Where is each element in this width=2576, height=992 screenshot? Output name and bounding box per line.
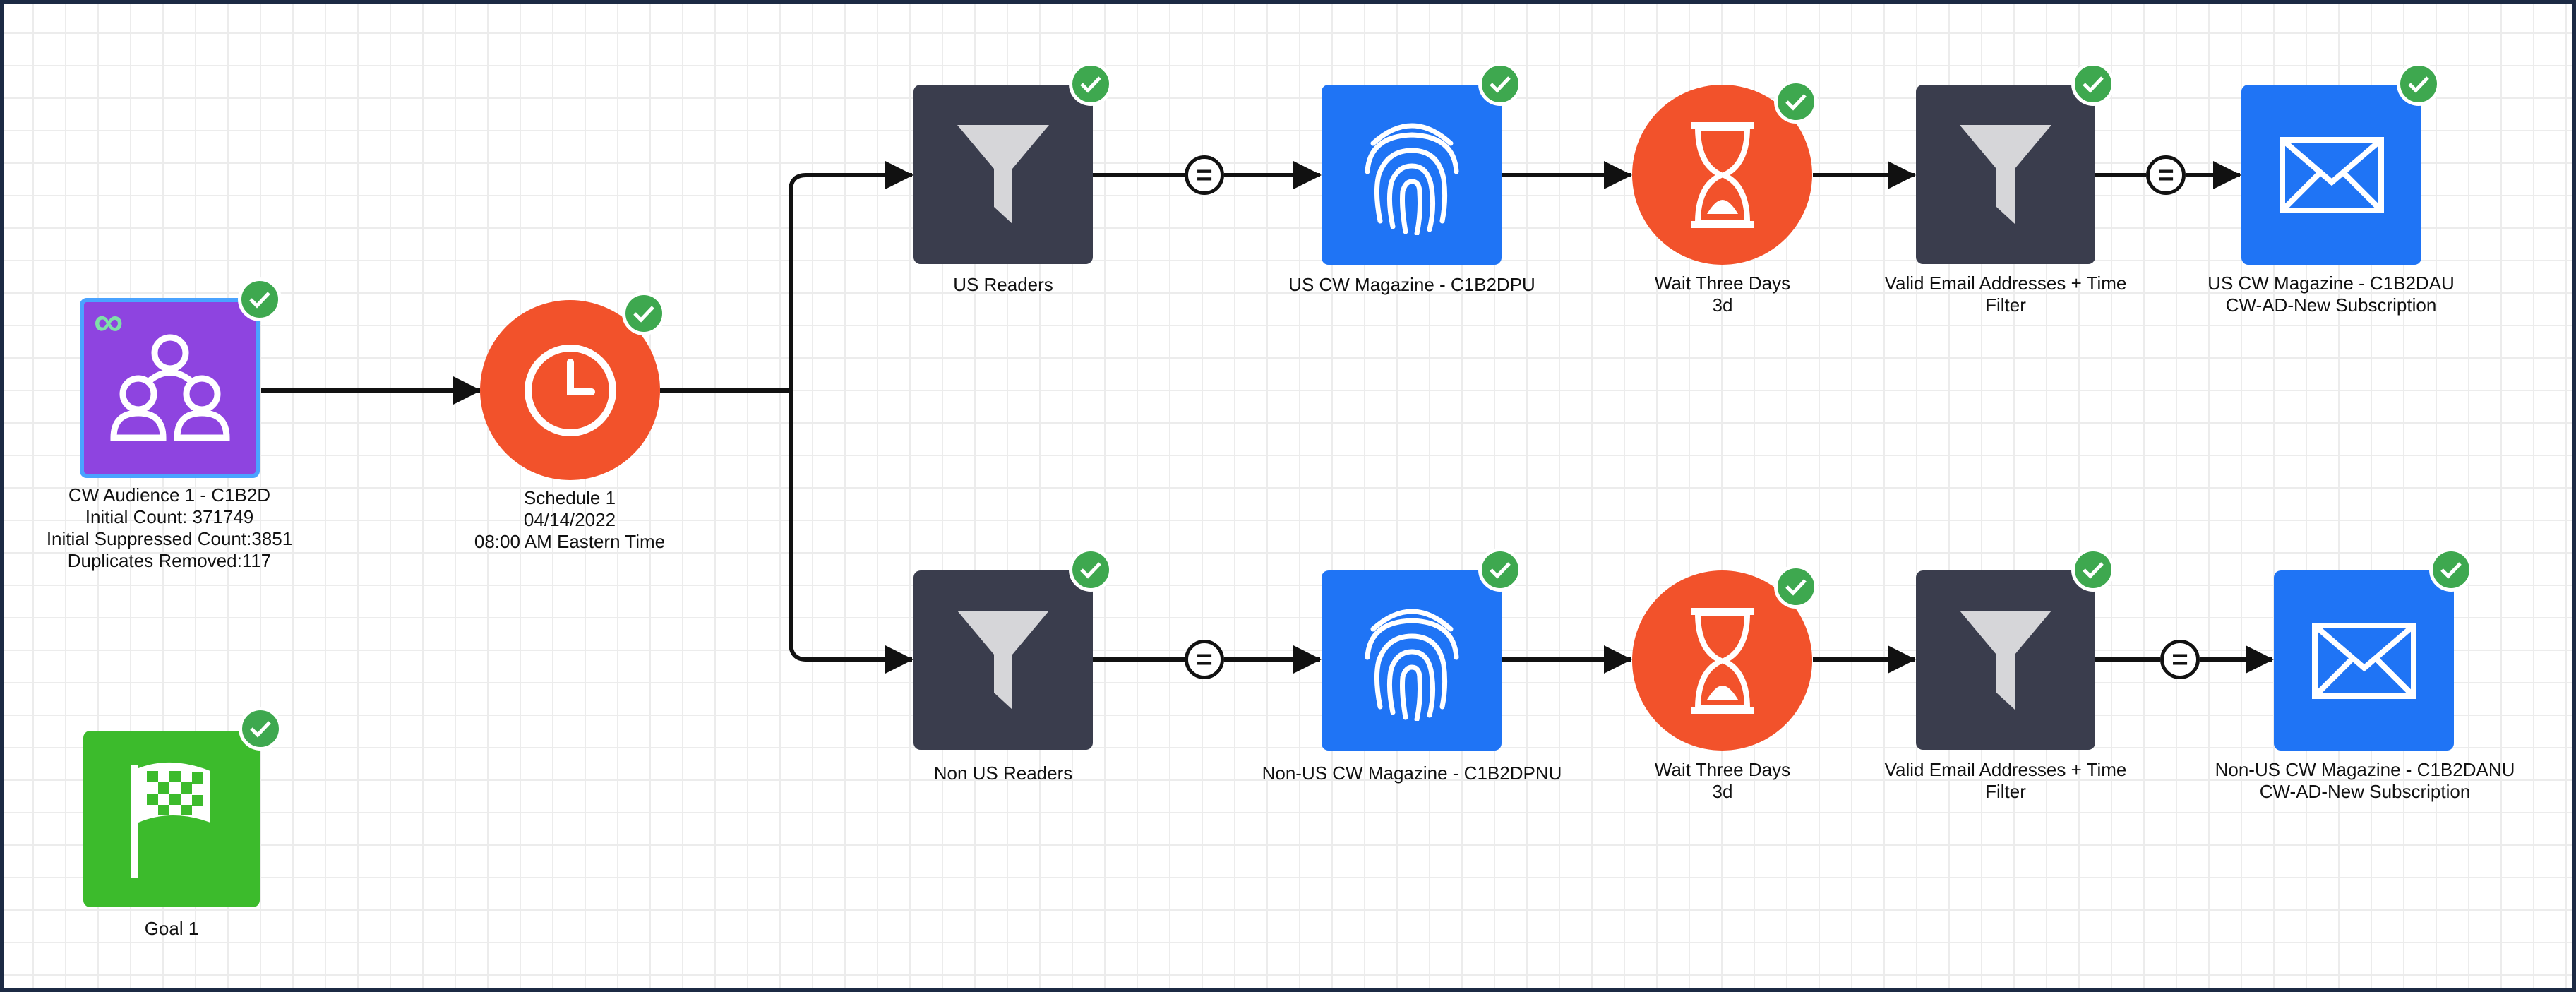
bottom-match-label: Non-US CW Magazine - C1B2DPNU	[1262, 763, 1562, 784]
wire-split-vertical	[789, 173, 807, 390]
bottom-wait-label: Wait Three Days 3d	[1654, 759, 1791, 802]
bottom-email-filter-status-check-icon	[2071, 548, 2115, 592]
bottom-email-status-check-icon	[2429, 548, 2473, 592]
funnel-icon	[1960, 611, 2051, 710]
top-equals-connector-1[interactable]: =	[1185, 155, 1224, 195]
top-equals-connector-2[interactable]: =	[2146, 155, 2186, 195]
bottom-email-filter-node[interactable]	[1916, 570, 2095, 750]
bottom-filter-node[interactable]	[913, 570, 1093, 750]
checkered-flag-icon	[131, 762, 210, 878]
bottom-match-node[interactable]	[1322, 570, 1502, 751]
infinity-badge: ∞	[94, 299, 124, 345]
fingerprint-icon	[1365, 609, 1458, 721]
bottom-equals-connector-2[interactable]: =	[2160, 640, 2200, 679]
envelope-icon	[2311, 622, 2416, 699]
audience-label: CW Audience 1 - C1B2D Initial Count: 371…	[46, 484, 293, 571]
bottom-wait-node[interactable]	[1632, 570, 1812, 751]
audience-status-check-icon	[238, 277, 282, 321]
top-wait-label: Wait Three Days 3d	[1654, 273, 1791, 316]
funnel-icon	[1960, 125, 2051, 224]
goal-status-check-icon	[239, 707, 282, 751]
top-email-filter-label: Valid Email Addresses + Time Filter	[1884, 273, 2127, 316]
bottom-email-label: Non-US CW Magazine - C1B2DANU CW-AD-New …	[2215, 759, 2515, 802]
bottom-wait-status-check-icon	[1774, 565, 1818, 609]
goal-node[interactable]	[83, 731, 260, 907]
top-filter-node[interactable]	[913, 85, 1093, 264]
top-wait-status-check-icon	[1774, 80, 1818, 124]
bottom-equals-connector-1[interactable]: =	[1185, 640, 1224, 679]
envelope-icon	[2279, 136, 2384, 213]
top-email-label: US CW Magazine - C1B2DAU CW-AD-New Subsc…	[2207, 273, 2455, 316]
bottom-email-node[interactable]	[2274, 570, 2454, 751]
clock-icon	[524, 344, 616, 436]
top-match-status-check-icon	[1478, 62, 1522, 106]
top-email-filter-status-check-icon	[2071, 62, 2115, 106]
bottom-filter-label: Non US Readers	[933, 763, 1073, 784]
top-email-status-check-icon	[2397, 62, 2440, 106]
schedule-status-check-icon	[622, 292, 666, 335]
goal-label: Goal 1	[144, 918, 199, 939]
top-match-node[interactable]	[1322, 85, 1502, 265]
fingerprint-icon	[1365, 123, 1458, 235]
audience-node[interactable]: ∞	[80, 298, 260, 478]
top-email-node[interactable]	[2241, 85, 2421, 265]
top-filter-label: US Readers	[953, 274, 1053, 295]
bottom-email-filter-label: Valid Email Addresses + Time Filter	[1884, 759, 2127, 802]
bottom-match-status-check-icon	[1478, 548, 1522, 592]
funnel-icon	[957, 125, 1049, 224]
schedule-label: Schedule 1 04/14/2022 08:00 AM Eastern T…	[474, 487, 666, 552]
top-email-filter-node[interactable]	[1916, 85, 2095, 264]
hourglass-icon	[1690, 607, 1754, 714]
top-filter-status-check-icon	[1069, 62, 1113, 106]
funnel-icon	[957, 611, 1049, 710]
audience-group-icon	[109, 334, 230, 441]
hourglass-icon	[1690, 121, 1754, 228]
bottom-filter-status-check-icon	[1069, 548, 1113, 592]
top-match-label: US CW Magazine - C1B2DPU	[1288, 274, 1535, 295]
